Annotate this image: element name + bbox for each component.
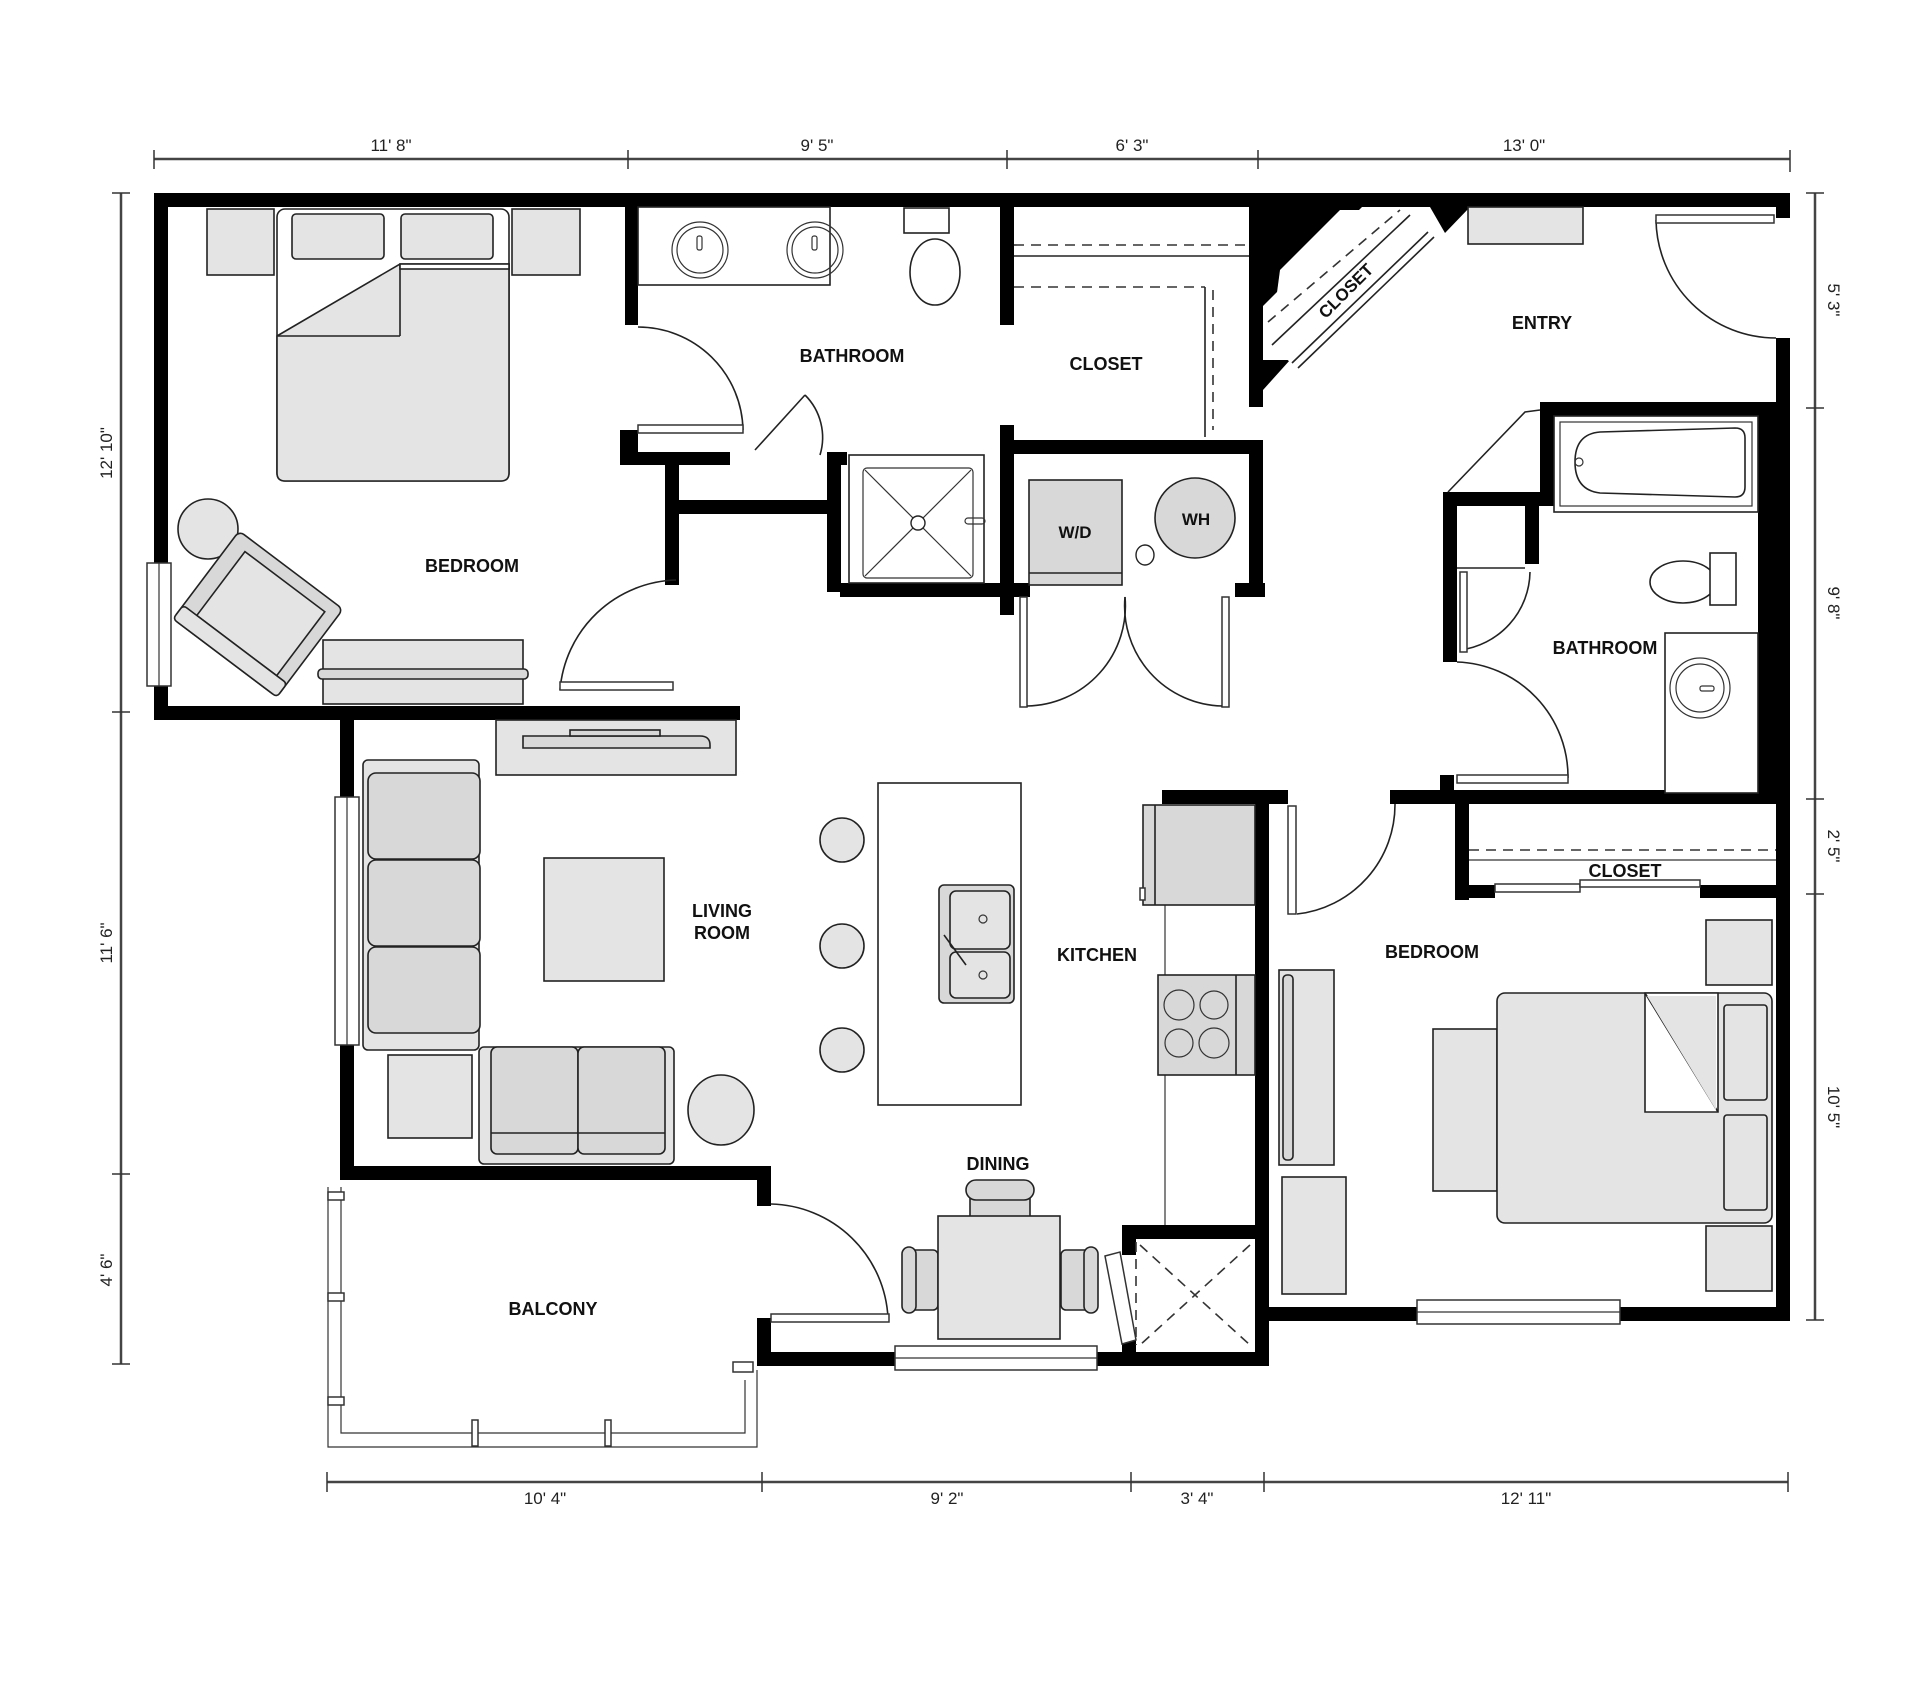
refrigerator <box>1142 804 1256 906</box>
dim-top-3: 6' 3" <box>1116 136 1149 155</box>
nightstand <box>206 208 275 276</box>
desk <box>1281 1176 1347 1295</box>
dim-bottom-3: 3' 4" <box>1181 1489 1214 1508</box>
entry-furniture <box>1467 206 1584 245</box>
balcony-railing <box>327 1187 758 1448</box>
vanity <box>637 206 831 286</box>
end-table <box>387 1054 473 1139</box>
room-label-dining: DINING <box>967 1154 1030 1174</box>
nightstand <box>1705 1225 1773 1292</box>
vanity <box>1664 632 1759 794</box>
dim-right-4: 10' 5" <box>1824 1086 1843 1128</box>
water-heater <box>1154 477 1236 559</box>
toilet <box>1649 560 1717 604</box>
dim-bottom-1: 10' 4" <box>524 1489 566 1508</box>
stove <box>1157 974 1256 1076</box>
nightstand <box>1705 919 1773 986</box>
dim-left-2: 11' 6" <box>97 922 116 963</box>
kitchen-island <box>877 782 1022 1106</box>
dim-left-1: 12' 10" <box>97 427 116 479</box>
kitchen-counter <box>1139 804 1256 1225</box>
bathroom-1-fixtures <box>637 206 986 584</box>
dim-bottom-4: 12' 11" <box>1501 1489 1552 1508</box>
washer-dryer <box>1028 479 1123 586</box>
dimension-bottom: 10' 4" 9' 2" 3' 4" 12' 11" <box>326 1472 1789 1508</box>
room-label-bedroom-1: BEDROOM <box>425 556 519 576</box>
dim-left-3: 4' 6" <box>97 1254 116 1287</box>
bench <box>1432 1028 1498 1192</box>
dim-right-1: 5' 3" <box>1824 284 1843 317</box>
dining-set <box>901 1179 1099 1340</box>
room-label-living-room-2: ROOM <box>694 923 750 943</box>
side-table <box>177 498 239 560</box>
room-label-entry: ENTRY <box>1512 313 1572 333</box>
room-label-bathroom-1: BATHROOM <box>800 346 905 366</box>
living-room-furniture <box>362 719 865 1165</box>
closet-2-shelving <box>1469 849 1776 861</box>
toilet-tank <box>903 207 950 234</box>
dim-bottom-2: 9' 2" <box>931 1489 964 1508</box>
dim-right-2: 9' 8" <box>1824 587 1843 620</box>
coffee-table <box>543 857 665 982</box>
room-label-bathroom-2: BATHROOM <box>1553 638 1658 658</box>
room-label-closet-2: CLOSET <box>1588 861 1661 881</box>
washer-dryer-label: W/D <box>1058 523 1091 542</box>
side-table <box>687 1074 755 1146</box>
armchair <box>173 532 342 697</box>
dimension-right: 5' 3" 9' 8" 2' 5" 10' 5" <box>1806 192 1843 1321</box>
console-table <box>1467 206 1584 245</box>
room-label-kitchen: KITCHEN <box>1057 945 1137 965</box>
dim-top-1: 11' 8" <box>370 136 411 155</box>
dimension-top: 11' 8" 9' 5" 6' 3" 13' 0" <box>153 136 1791 172</box>
bedroom-1-furniture <box>173 208 581 705</box>
dimension-left: 12' 10" 11' 6" 4' 6" <box>97 192 130 1365</box>
pantry-closet <box>1135 1242 1251 1346</box>
bar-stool <box>819 817 865 863</box>
toilet-tank <box>1709 552 1737 606</box>
windows <box>146 562 1621 1371</box>
room-label-living-room-1: LIVING <box>692 901 752 921</box>
nightstand <box>511 208 581 276</box>
water-heater-label: WH <box>1182 510 1210 529</box>
dining-table <box>937 1215 1061 1340</box>
room-label-closet-1: CLOSET <box>1069 354 1142 374</box>
room-labels: BEDROOM BATHROOM CLOSET ENTRY BATHROOM L… <box>425 313 1662 1319</box>
dim-top-4: 13' 0" <box>1503 136 1545 155</box>
laundry-fixtures: W/D WH <box>1028 477 1236 586</box>
closet-diagonal: CLOSET <box>1267 209 1435 369</box>
toilet <box>909 238 961 306</box>
bar-stool <box>819 923 865 969</box>
room-label-balcony: BALCONY <box>509 1299 598 1319</box>
bathroom-2-fixtures <box>1447 409 1759 794</box>
doors <box>559 214 1777 1345</box>
dim-right-3: 2' 5" <box>1824 830 1843 863</box>
bedroom-2-furniture <box>1278 919 1773 1295</box>
room-label-bedroom-2: BEDROOM <box>1385 942 1479 962</box>
dim-top-2: 9' 5" <box>801 136 834 155</box>
bar-stool <box>819 1027 865 1073</box>
closet-1-shelving <box>1014 244 1249 437</box>
